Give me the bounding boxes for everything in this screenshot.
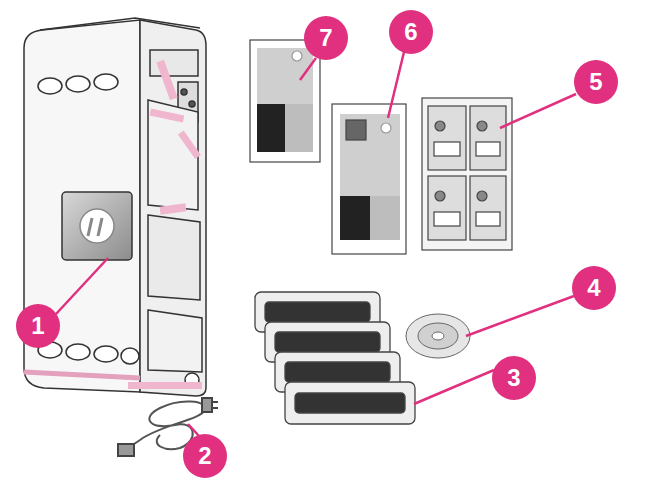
overlay-sheet xyxy=(428,106,466,170)
toner-cartridges xyxy=(255,292,415,424)
overlay-sheet xyxy=(477,191,487,201)
overlay-sheet xyxy=(434,142,460,156)
printer xyxy=(121,348,139,364)
leader-line xyxy=(56,52,576,436)
manual xyxy=(332,104,406,254)
callout-number: 5 xyxy=(574,60,618,104)
manual xyxy=(332,104,406,254)
printer xyxy=(40,18,200,30)
toner-cartridges xyxy=(295,393,405,413)
printer xyxy=(24,20,140,392)
software-cd xyxy=(406,314,470,358)
callout-number: 6 xyxy=(389,10,433,54)
getting-started-guide xyxy=(250,40,320,162)
printer xyxy=(80,209,114,243)
leader-line xyxy=(300,58,316,80)
manual xyxy=(340,114,400,196)
overlay-sheet xyxy=(435,191,445,201)
overlay-sheet xyxy=(470,176,506,240)
leader-line xyxy=(56,258,108,314)
overlay-sheet xyxy=(435,121,445,131)
printer xyxy=(148,310,202,372)
overlay-sheet xyxy=(422,98,512,250)
overlay-sheet xyxy=(434,212,460,226)
callout-text: 4 xyxy=(587,274,600,302)
callout-text: 7 xyxy=(319,24,332,52)
overlay-sheet xyxy=(476,142,500,156)
leader-line xyxy=(466,296,574,336)
leader-line xyxy=(388,52,404,118)
getting-started-guide xyxy=(292,51,302,61)
leader-line xyxy=(414,370,494,404)
getting-started-guide xyxy=(285,104,313,152)
callout-text: 2 xyxy=(198,442,211,470)
toner-cartridges xyxy=(285,382,415,424)
overlay-sheet xyxy=(422,98,512,250)
callout-number: 7 xyxy=(304,16,348,60)
manual xyxy=(370,196,400,240)
packing-tape xyxy=(178,130,201,159)
callout-number: 2 xyxy=(183,434,227,478)
callout-text: 3 xyxy=(507,364,520,392)
packing-tape xyxy=(160,203,187,215)
overlay-sheet xyxy=(428,176,466,240)
power-cord xyxy=(212,402,218,408)
callout-text: 5 xyxy=(589,68,602,96)
toner-cartridges xyxy=(265,302,370,322)
printer xyxy=(140,20,206,396)
packing-tape xyxy=(128,382,202,389)
callout-text: 1 xyxy=(31,312,44,340)
printer xyxy=(148,100,198,210)
software-cd xyxy=(406,314,470,358)
callout-number: 3 xyxy=(492,356,536,400)
printer xyxy=(88,218,102,236)
getting-started-guide xyxy=(257,104,285,152)
printer xyxy=(66,76,90,92)
toner-cartridges xyxy=(285,382,415,424)
printer xyxy=(181,89,187,95)
packing-tape xyxy=(156,60,177,100)
overlay-sheet xyxy=(470,106,506,170)
manual xyxy=(340,196,370,240)
leader-line xyxy=(500,94,576,128)
toner-cartridges xyxy=(285,362,390,382)
software-cd xyxy=(432,332,444,340)
callout-number: 1 xyxy=(16,304,60,348)
packing-tape xyxy=(150,109,185,123)
power-cord xyxy=(202,398,212,412)
overlay-sheet xyxy=(477,121,487,131)
printer xyxy=(94,74,118,90)
manual xyxy=(346,120,366,140)
printer xyxy=(148,215,200,300)
manual xyxy=(381,123,391,133)
power-cord xyxy=(118,444,134,456)
printer xyxy=(94,346,118,362)
printer xyxy=(66,344,90,360)
toner-cartridges xyxy=(275,332,380,352)
packing-tape xyxy=(128,60,202,389)
callout-number: 4 xyxy=(572,266,616,310)
getting-started-guide xyxy=(250,40,320,162)
printer xyxy=(38,78,62,94)
overlay-sheet xyxy=(476,212,500,226)
callout-text: 6 xyxy=(404,18,417,46)
getting-started-guide xyxy=(257,48,313,104)
printer xyxy=(62,192,132,260)
software-cd xyxy=(418,323,458,349)
printer xyxy=(189,101,195,107)
printer xyxy=(24,372,140,378)
